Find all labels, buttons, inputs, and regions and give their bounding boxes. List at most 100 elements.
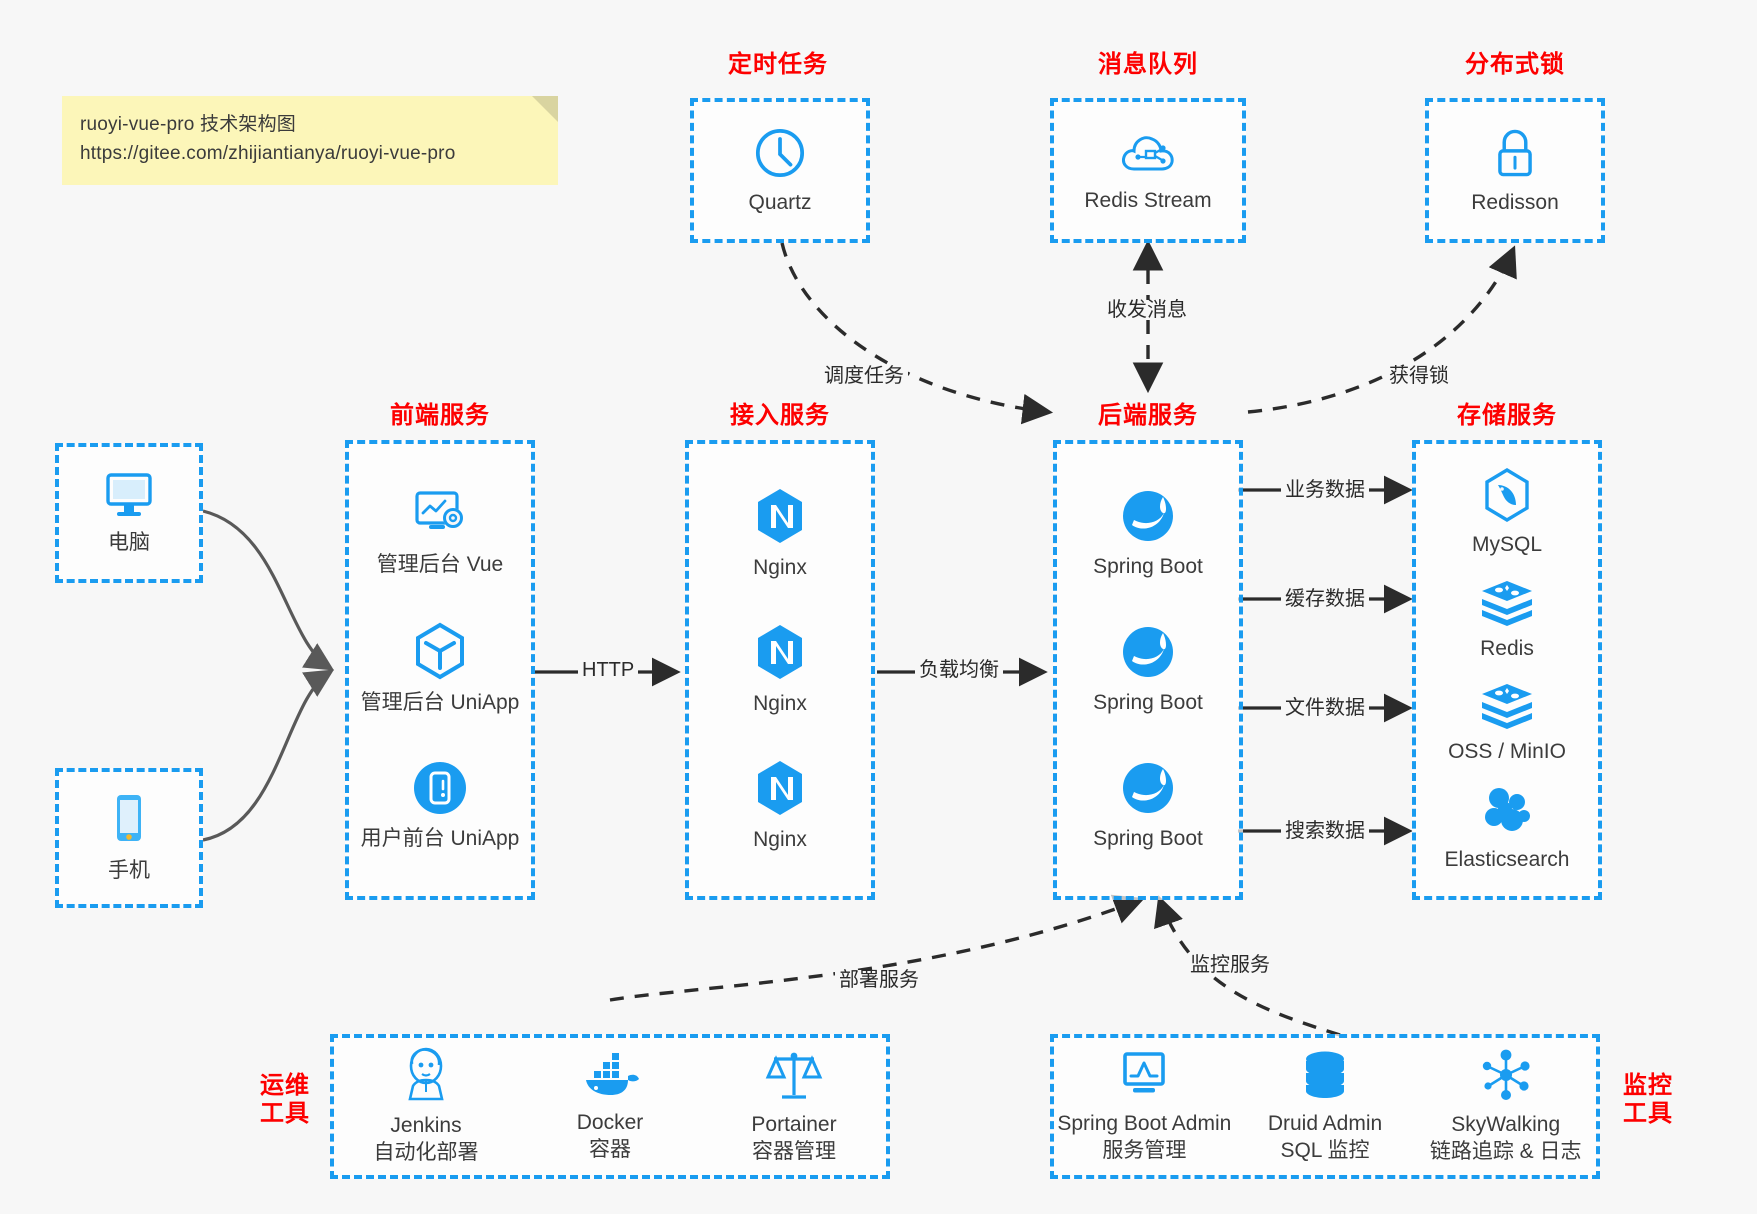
node-elasticsearch[interactable]: Elasticsearch <box>1416 784 1598 873</box>
desktop-monitor-icon <box>100 469 158 521</box>
group-box-devops: Jenkins 自动化部署 Docker 容器 <box>330 1034 890 1179</box>
node-spring-boot-admin[interactable]: Spring Boot Admin 服务管理 <box>1054 1048 1235 1166</box>
group-title-frontend: 前端服务 <box>390 402 490 429</box>
node-label: Redis Stream <box>1084 188 1212 212</box>
node-label: 用户前台 UniApp <box>360 827 520 851</box>
group-title-devops: 运维 工具 <box>255 1072 315 1129</box>
node-spring-boot-2[interactable]: Spring Boot <box>1057 623 1239 716</box>
group-box-frontend: 管理后台 Vue 管理后台 UniApp 用户前台 UniApp <box>345 440 535 900</box>
spring-boot-icon <box>1119 759 1177 817</box>
mobile-phone-icon <box>108 791 150 849</box>
jenkins-icon <box>396 1046 456 1104</box>
node-label: Jenkins <box>390 1113 462 1137</box>
node-label: 管理后台 Vue <box>376 553 504 577</box>
node-label: Spring Boot <box>1093 691 1203 715</box>
edge-label-file-data: 文件数据 <box>1281 698 1369 718</box>
node-label: Elasticsearch <box>1444 847 1570 871</box>
spring-boot-icon <box>1119 623 1177 681</box>
node-label: 手机 <box>108 859 150 883</box>
node-admin-uniapp[interactable]: 管理后台 UniApp <box>349 621 531 716</box>
node-computer[interactable]: 电脑 <box>59 469 199 556</box>
elasticsearch-icon <box>1479 784 1535 838</box>
node-docker[interactable]: Docker 容器 <box>518 1049 702 1165</box>
edge-label-schedule-task: 调度任务 <box>820 366 908 386</box>
node-druid-admin[interactable]: Druid Admin SQL 监控 <box>1235 1048 1416 1166</box>
oss-minio-icon <box>1478 680 1536 730</box>
node-label: Docker <box>576 1110 644 1134</box>
node-user-uniapp[interactable]: 用户前台 UniApp <box>349 759 531 852</box>
node-label: Redisson <box>1471 190 1559 214</box>
hexagon-cube-icon <box>411 621 469 681</box>
node-spring-boot-1[interactable]: Spring Boot <box>1057 487 1239 580</box>
group-box-client-computer: 电脑 <box>55 443 203 583</box>
node-label: Nginx <box>753 556 807 580</box>
node-sublabel: 链路追踪 & 日志 <box>1429 1139 1582 1163</box>
group-box-scheduled-task: Quartz <box>690 98 870 243</box>
database-icon <box>1298 1048 1352 1102</box>
node-label: SkyWalking <box>1451 1112 1561 1136</box>
node-portainer[interactable]: Portainer 容器管理 <box>702 1047 886 1167</box>
node-jenkins[interactable]: Jenkins 自动化部署 <box>334 1046 518 1168</box>
node-label: Druid Admin <box>1267 1111 1383 1135</box>
note-title: ruoyi-vue-pro 技术架构图 <box>80 114 297 135</box>
node-quartz[interactable]: Quartz <box>694 125 866 216</box>
group-box-client-phone: 手机 <box>55 768 203 908</box>
redis-icon <box>1478 577 1536 627</box>
mobile-circle-icon <box>411 759 469 817</box>
diagram-note: ruoyi-vue-pro 技术架构图 https://gitee.com/zh… <box>62 96 558 185</box>
node-label: OSS / MinIO <box>1448 740 1566 764</box>
node-label: 电脑 <box>108 531 150 555</box>
node-oss-minio[interactable]: OSS / MinIO <box>1416 680 1598 765</box>
node-nginx-1[interactable]: Nginx <box>689 486 871 581</box>
node-sublabel: 容器管理 <box>752 1139 836 1163</box>
node-sublabel: 容器 <box>589 1137 631 1161</box>
docker-icon <box>578 1049 642 1101</box>
node-spring-boot-3[interactable]: Spring Boot <box>1057 759 1239 852</box>
edge-label-acquire-lock: 获得锁 <box>1385 366 1453 386</box>
group-title-monitoring: 监控 工具 <box>1618 1072 1678 1129</box>
nginx-icon <box>752 758 808 818</box>
group-title-backend: 后端服务 <box>1098 402 1198 429</box>
node-nginx-3[interactable]: Nginx <box>689 758 871 853</box>
nginx-icon <box>752 622 808 682</box>
group-title-message-queue: 消息队列 <box>1098 51 1198 78</box>
group-title-devops-line1: 运维 <box>260 1072 310 1099</box>
node-label: Spring Boot Admin <box>1057 1111 1232 1135</box>
edge-label-cache-data: 缓存数据 <box>1281 589 1369 609</box>
node-label: Spring Boot <box>1093 555 1203 579</box>
node-mysql[interactable]: MySQL <box>1416 467 1598 558</box>
edge-label-http: HTTP <box>578 660 639 680</box>
node-sublabel: SQL 监控 <box>1280 1138 1370 1162</box>
node-label: 管理后台 UniApp <box>360 691 520 715</box>
node-label: Quartz <box>748 190 812 214</box>
group-box-message-queue: Redis Stream <box>1050 98 1246 243</box>
node-redis-stream[interactable]: Redis Stream <box>1054 127 1242 214</box>
node-sublabel: 自动化部署 <box>373 1140 479 1164</box>
node-redisson[interactable]: Redisson <box>1429 125 1601 216</box>
edge-label-search-data: 搜索数据 <box>1281 821 1369 841</box>
group-title-gateway: 接入服务 <box>730 402 830 429</box>
node-label: Nginx <box>753 692 807 716</box>
node-redis[interactable]: Redis <box>1416 577 1598 662</box>
edge-label-deploy-service: 部署服务 <box>835 970 923 990</box>
node-admin-vue[interactable]: 管理后台 Vue <box>349 487 531 578</box>
node-label: MySQL <box>1471 533 1542 557</box>
node-label: Redis <box>1480 636 1534 660</box>
node-nginx-2[interactable]: Nginx <box>689 622 871 717</box>
group-box-backend: Spring Boot Spring Boot Spring Boot <box>1053 440 1243 900</box>
clock-icon <box>752 125 808 181</box>
group-title-scheduled-task: 定时任务 <box>728 51 828 78</box>
node-phone[interactable]: 手机 <box>59 791 199 884</box>
node-label: Spring Boot <box>1093 827 1203 851</box>
group-title-distributed-lock: 分布式锁 <box>1465 51 1565 78</box>
note-folded-corner <box>532 96 558 122</box>
node-skywalking[interactable]: SkyWalking 链路追踪 & 日志 <box>1415 1047 1596 1167</box>
spring-boot-icon <box>1119 487 1177 545</box>
edge-label-send-receive-message: 收发消息 <box>1103 300 1191 320</box>
group-title-monitoring-line1: 监控 <box>1623 1072 1673 1099</box>
group-box-storage: MySQL Redis <box>1412 440 1602 900</box>
monitor-chart-icon <box>1115 1048 1173 1102</box>
node-label: Nginx <box>753 828 807 852</box>
group-box-distributed-lock: Redisson <box>1425 98 1605 243</box>
